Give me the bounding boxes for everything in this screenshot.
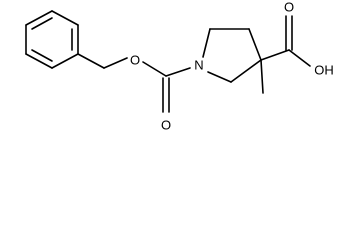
bond [51,10,79,26]
bond-acid-oh [288,49,311,67]
acid-carbonyl-oxygen-label: O [284,0,294,14]
nitrogen-label: N [194,57,203,72]
benzene-ring [25,10,79,69]
aromatic-double-bond [31,49,53,62]
aromatic-double-bond [31,17,53,30]
bond [230,59,262,83]
bond [25,10,53,26]
bond-c3-cooh [260,49,290,61]
methyl-bond [260,59,264,94]
bond-o-carbonyl [142,61,167,77]
chemical-structure: O O N O OH [25,0,334,132]
bond-ring-ch2 [77,53,105,69]
bond [207,71,232,83]
ester-oxygen-label: O [130,52,140,67]
bond [51,53,79,69]
carbonyl-oxygen-label: O [161,117,171,132]
pyrrolidine-ring [202,28,262,83]
bond [25,53,53,69]
bond [202,28,211,58]
bond-ch2-o [103,57,128,69]
bond [248,28,262,61]
bond-carbonyl-n [165,67,191,77]
acid-hydroxyl-label: OH [314,62,334,77]
